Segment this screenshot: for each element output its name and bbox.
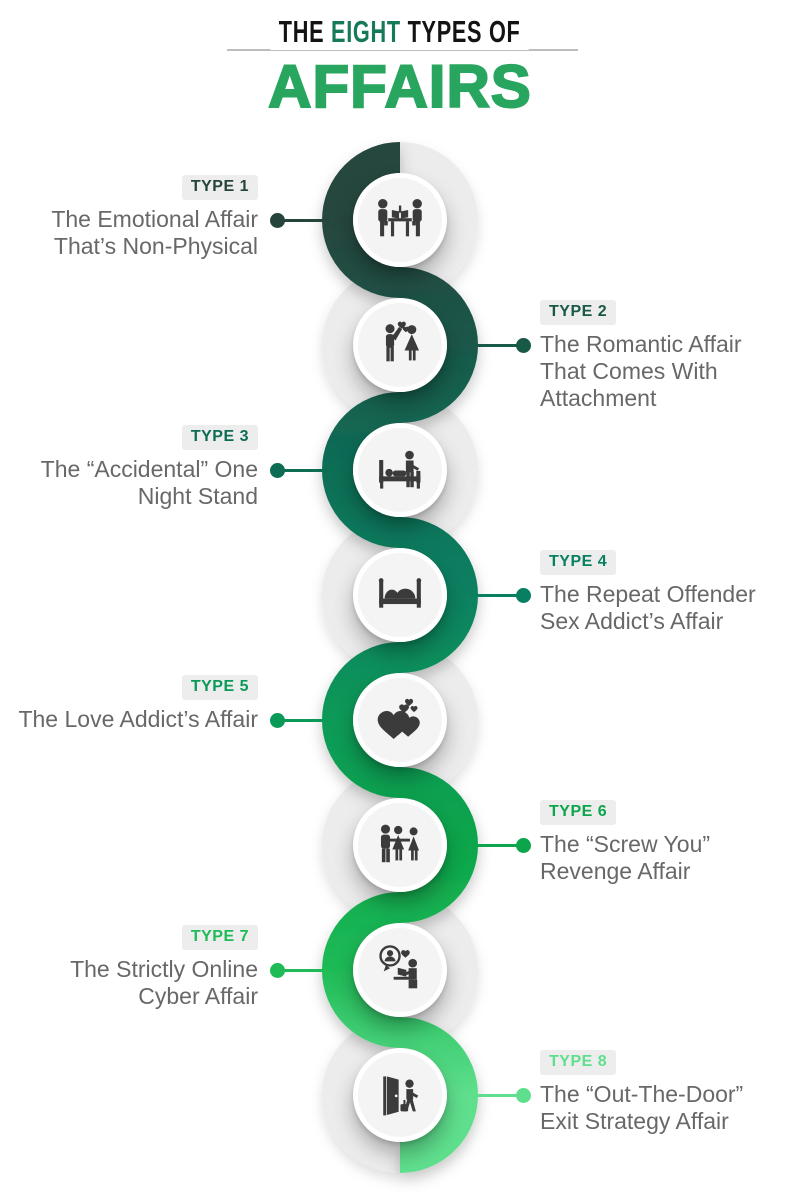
type-badge: TYPE 4	[540, 550, 617, 575]
type-badge: TYPE 7	[181, 925, 258, 950]
title-rule	[227, 49, 578, 51]
revenge-trio-icon	[380, 824, 420, 863]
icon-circle	[353, 423, 447, 517]
page-title-top: THE EIGHT TYPES OF	[270, 14, 530, 50]
type-title-line: Revenge Affair	[540, 858, 691, 884]
type-title: The “Screw You”Revenge Affair	[540, 831, 790, 885]
connector-dot	[269, 712, 285, 728]
serpentine-band	[322, 142, 478, 1173]
title-prefix: THE	[279, 14, 325, 49]
type-badge: TYPE 2	[540, 300, 617, 325]
type-title-line: The Strictly Online	[70, 956, 258, 982]
type-title: The Love Addict’s Affair	[0, 706, 258, 733]
type-title-line: Attachment	[540, 385, 657, 411]
title-highlight: EIGHT	[331, 14, 402, 49]
icon-circle	[353, 298, 447, 392]
hearts-icon	[377, 698, 420, 740]
type-badge: TYPE 8	[540, 1050, 617, 1075]
type-badge: TYPE 3	[181, 425, 258, 450]
type-badge: TYPE 6	[540, 800, 617, 825]
icon-circle	[353, 548, 447, 642]
connector-line	[277, 718, 329, 722]
connector-line	[471, 593, 523, 597]
connector-dot	[269, 462, 285, 478]
type-badge: TYPE 1	[181, 175, 258, 200]
type-row-5: TYPE 5 The Love Addict’s Affair	[0, 675, 258, 733]
type-title-line: The Romantic Affair	[540, 331, 742, 357]
connector-dot	[515, 1087, 531, 1103]
page-title-main: AFFAIRS	[267, 52, 532, 121]
title-suffix: TYPES OF	[407, 14, 521, 49]
type-title-line: That’s Non-Physical	[53, 233, 258, 259]
type-title-line: The Emotional Affair	[51, 206, 258, 232]
icon-circle	[353, 673, 447, 767]
type-title-line: The “Out-The-Door”	[540, 1081, 744, 1107]
cyber-laptop-icon	[379, 945, 418, 989]
icon-circle	[353, 923, 447, 1017]
type-title: The “Out-The-Door”Exit Strategy Affair	[540, 1081, 790, 1135]
type-badge: TYPE 5	[181, 675, 258, 700]
type-row-6: TYPE 6 The “Screw You”Revenge Affair	[540, 800, 790, 885]
connector-dot	[515, 337, 531, 353]
icon-circle	[353, 798, 447, 892]
connector-line	[471, 843, 523, 847]
connector-dot	[269, 212, 285, 228]
type-title-line: Cyber Affair	[138, 983, 258, 1009]
connector-line	[471, 1093, 523, 1097]
connector-dot	[515, 837, 531, 853]
connector-line	[277, 968, 329, 972]
type-title-line: Night Stand	[137, 483, 258, 509]
icon-circle	[353, 1048, 447, 1142]
dinner-meeting-icon	[378, 198, 422, 237]
type-title-line: Exit Strategy Affair	[540, 1108, 729, 1134]
connector-line	[277, 468, 329, 472]
connector-dot	[515, 587, 531, 603]
type-title-line: That Comes With	[540, 358, 718, 384]
connector-line	[277, 218, 329, 222]
exit-door-icon	[383, 1076, 419, 1116]
connector-line	[471, 343, 523, 347]
icon-circle	[353, 173, 447, 267]
connector-dot	[269, 962, 285, 978]
bed-icon	[378, 578, 422, 608]
type-title-line: Sex Addict’s Affair	[540, 608, 724, 634]
type-title-line: The “Screw You”	[540, 831, 711, 857]
one-night-stand-icon	[379, 450, 421, 489]
type-title-line: The “Accidental” One	[40, 456, 258, 482]
type-title-line: The Love Addict’s Affair	[18, 706, 258, 732]
page-title: THE EIGHT TYPES OF	[0, 14, 800, 58]
couple-hearts-icon	[385, 321, 420, 362]
type-title-line: The Repeat Offender	[540, 581, 756, 607]
type-row-8: TYPE 8 The “Out-The-Door”Exit Strategy Af…	[540, 1050, 790, 1135]
